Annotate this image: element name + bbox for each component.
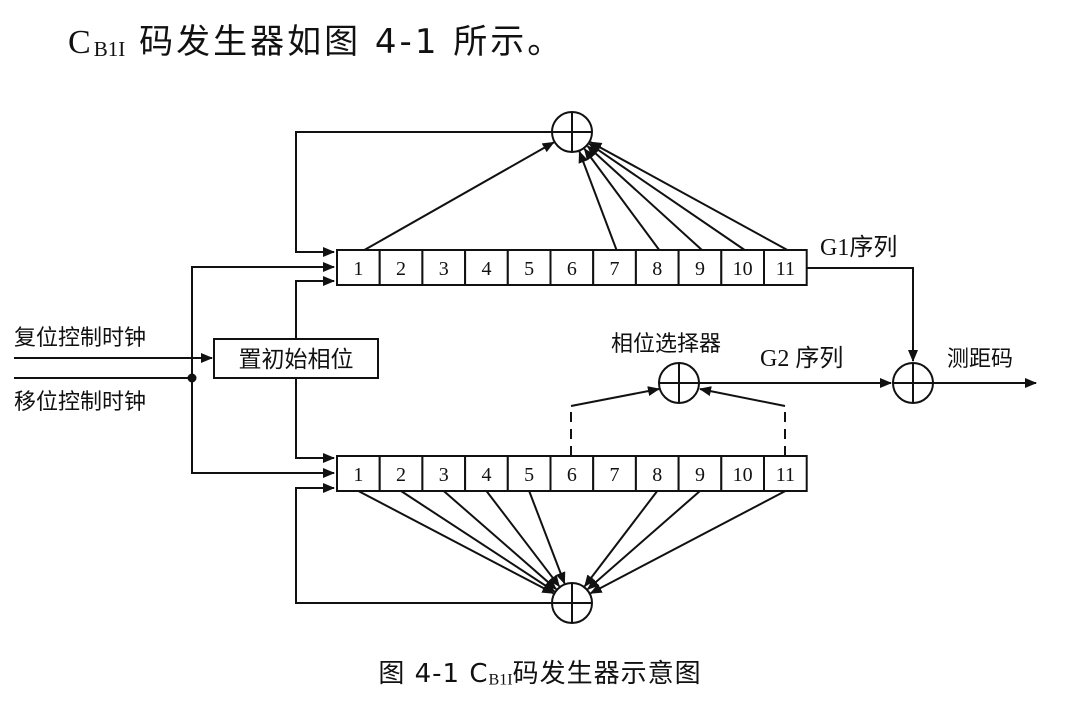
intro-text: 码发生器如图 4-1 所示。	[125, 22, 565, 62]
g2-register-cell-label: 8	[652, 464, 662, 486]
g2-register-cell-6	[549, 455, 595, 492]
init-phase-label: 置初始相位	[239, 347, 354, 373]
g2-register-cell-label: 3	[439, 464, 449, 486]
g2-register-cell-5	[506, 455, 552, 492]
shift-clock-to-g1	[191, 262, 335, 378]
g2-tap-5	[528, 490, 566, 585]
intro-c: C	[68, 24, 94, 61]
g1-register: 1 2 3 4 5 6 7 8 9 10 11	[336, 249, 808, 286]
intro-subscript: B1I	[93, 37, 126, 62]
g1-register-cell-4	[464, 249, 509, 286]
g2-register-cell-11	[763, 455, 808, 492]
g1-register-cell-7	[592, 249, 637, 286]
g2-register-cell-label: 5	[524, 464, 534, 486]
g1-sequence-label: G1序列	[820, 234, 897, 261]
g2-register-cell-label: 10	[733, 464, 753, 486]
g1-register-cell-label: 2	[396, 258, 406, 280]
shift-clock-label: 移位控制时钟	[14, 390, 146, 415]
g1-register-cell-label: 8	[652, 258, 662, 280]
g1-register-cell-10	[720, 249, 765, 286]
g1-register-cell-2	[378, 249, 424, 286]
g1-tap-10	[588, 143, 746, 251]
figure-caption: 图 4-1 CB1I码发生器示意图	[0, 653, 1080, 690]
g2-feedback-loop	[295, 483, 552, 604]
intro-sentence: CB1I 码发生器如图 4-1 所示。	[68, 14, 564, 63]
g1-register-cell-label: 5	[524, 258, 534, 280]
junction-dot	[187, 373, 197, 383]
g1-register-cell-label: 11	[776, 258, 795, 280]
g1-register-cell-label: 9	[695, 258, 705, 280]
g1-feedback-loop	[295, 131, 552, 257]
g1-register-cell-label: 10	[733, 258, 753, 280]
g1-tap-11	[589, 141, 788, 251]
g1-register-cell-9	[677, 249, 723, 286]
g2-tap-9	[587, 490, 701, 590]
g2-register-cell-label: 7	[610, 464, 620, 486]
g1-register-cell-label: 6	[567, 258, 577, 280]
g2-tap-2	[400, 490, 556, 593]
init-phase-box	[213, 338, 379, 379]
g1-tap-8	[583, 148, 661, 251]
g2-register-cell-2	[378, 455, 424, 492]
init-phase-to-g1	[295, 276, 335, 339]
phase-selector-xor-gate	[658, 362, 700, 404]
g1-register-cell-8	[634, 249, 680, 286]
g1-register-cell-3	[421, 249, 467, 286]
g2-register-cell-label: 2	[396, 464, 406, 486]
ranging-code-label: 测距码	[947, 347, 1013, 372]
g2-sequence-label: G2 序列	[760, 345, 843, 372]
g1-register-cell-label: 3	[439, 258, 449, 280]
g2-tap-11	[589, 490, 786, 595]
g1-register-cell-label: 7	[610, 258, 620, 280]
g1-tap-7	[578, 150, 618, 251]
g1-register-cell-5	[506, 249, 552, 286]
g1-output-line	[807, 267, 918, 362]
g2-tap-3	[443, 490, 557, 590]
phase-tap-6-arrow	[570, 386, 660, 407]
phase-tap-11-arrow	[699, 386, 786, 407]
phase-selector-label: 相位选择器	[611, 332, 721, 357]
g2-xor-gate	[551, 582, 593, 624]
g2-register-cell-label: 9	[695, 464, 705, 486]
g2-register-cell-label: 1	[353, 464, 363, 486]
g2-tap-4	[485, 490, 561, 588]
g2-tap-1	[357, 490, 555, 595]
output-xor-gate	[892, 362, 934, 404]
caption-prefix: 图 4-1 C	[378, 659, 489, 689]
g1-register-cell-11	[763, 249, 808, 286]
g2-register: 1 2 3 4 5 6 7 8 9 10 11	[336, 455, 808, 492]
g2-register-cell-label: 4	[481, 464, 491, 486]
caption-text: 码发生器示意图	[512, 659, 702, 689]
g2-register-cell-3	[421, 455, 467, 492]
caption-subscript: B1I	[488, 671, 513, 689]
reset-clock-label: 复位控制时钟	[14, 326, 146, 351]
g2-register-cell-label: 6	[567, 464, 577, 486]
g1-xor-gate	[551, 111, 593, 153]
g1-register-cell-label: 4	[481, 258, 491, 280]
init-phase-to-g2	[295, 378, 335, 463]
g1-register-cell-label: 1	[353, 258, 363, 280]
g2-register-cell-4	[464, 455, 509, 492]
g2-register-cell-label: 11	[776, 464, 795, 486]
g2-register-cell-7	[592, 455, 637, 492]
g1-tap-9	[586, 145, 703, 251]
shift-clock-to-g2	[191, 378, 335, 478]
g2-tap-8	[583, 490, 659, 588]
g1-tap-1	[363, 141, 555, 251]
